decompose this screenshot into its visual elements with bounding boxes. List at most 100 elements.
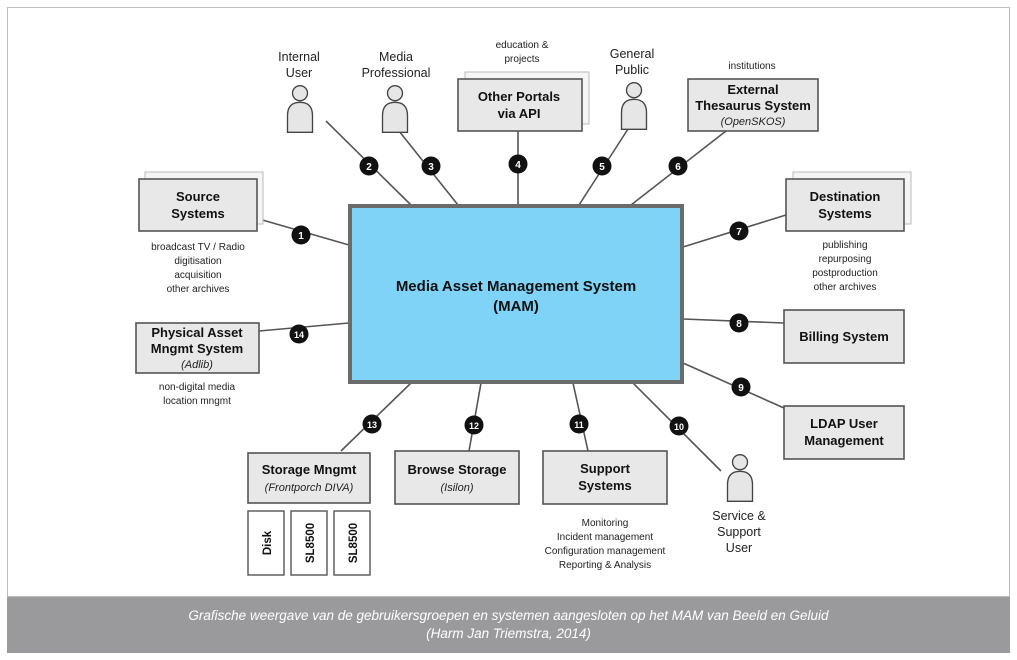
box-storage-mngmt: Storage Mngmt (Frontporch DIVA) Disk SL8… [247,452,371,576]
badge-5: 5 [592,156,612,176]
badge-13: 13 [362,414,382,434]
badge-14-label: 14 [294,330,304,340]
badge-3: 3 [421,156,441,176]
badge-8: 8 [729,313,749,333]
user-general-public: General Public [610,47,654,131]
source-note-2: digitisation [174,256,221,267]
box-source-systems: Source Systems broadcast TV / Radio digi… [138,171,264,295]
thesaurus-label-1: External [727,82,778,97]
destination-label-1: Destination [810,189,881,204]
storage-label: Storage Mngmt [262,462,357,477]
badge-1: 1 [291,225,311,245]
user-service-label-2: Support [717,525,761,539]
mam-subtitle: (MAM) [493,298,539,315]
badge-2-label: 2 [366,162,372,173]
ldap-label-1: LDAP User [810,416,878,431]
tape-label-2: SL8500 [348,523,360,563]
support-label-1: Support [580,461,630,476]
person-icon [620,81,648,131]
portals-label-1: Other Portals [478,89,560,104]
connection-badges: 1 2 3 4 5 6 7 8 9 10 11 12 13 14 [289,154,751,436]
thesaurus-sub: (OpenSKOS) [721,116,786,128]
badge-10: 10 [669,416,689,436]
badge-2: 2 [359,156,379,176]
badge-6: 6 [668,156,688,176]
user-service-label-1: Service & [712,509,766,523]
badge-6-label: 6 [675,162,681,173]
user-media-professional: Media Professional [362,50,431,134]
badge-12: 12 [464,415,484,435]
physical-note-1: non-digital media [159,382,236,393]
tape-label-1: SL8500 [305,523,317,563]
badge-5-label: 5 [599,162,605,173]
badge-9-label: 9 [738,383,744,394]
mam-diagram: Media Asset Management System (MAM) Inte… [135,40,912,576]
box-other-portals: education & projects Other Portals via A… [457,40,590,132]
physical-label-1: Physical Asset [151,325,243,340]
source-label-1: Source [176,189,220,204]
diagram-frame: Media Asset Management System (MAM) Inte… [7,7,1010,597]
support-note-3: Configuration management [545,546,666,557]
badge-14: 14 [289,324,309,344]
physical-sub: (Adlib) [181,359,213,371]
portals-top-1: education & [496,40,549,51]
physical-label-2: Mngmt System [151,341,243,356]
user-media-label-1: Media [379,50,413,64]
tape-unit [333,510,371,576]
user-service-support: Service & Support User [712,453,766,555]
box-destination-systems: Destination Systems publishing repurposi… [785,171,912,293]
destination-note-4: other archives [814,282,877,293]
destination-note-2: repurposing [819,254,872,265]
badge-12-label: 12 [469,421,479,431]
support-note-2: Incident management [557,532,653,543]
figure-caption: Grafische weergave van de gebruikersgroe… [7,597,1010,653]
caption-line-1: Grafische weergave van de gebruikersgroe… [188,608,829,623]
destination-note-1: publishing [822,240,867,251]
support-label-2: Systems [578,478,631,493]
disk-label: Disk [262,530,274,555]
badge-1-label: 1 [298,231,304,242]
box-ldap: LDAP User Management [783,405,905,460]
support-note-4: Reporting & Analysis [559,560,651,571]
tape-unit [290,510,328,576]
badge-8-label: 8 [736,319,742,330]
box-external-thesaurus: institutions External Thesaurus System (… [687,61,819,132]
badge-11: 11 [569,414,589,434]
portals-label-2: via API [498,106,541,121]
billing-label: Billing System [799,329,889,344]
source-note-1: broadcast TV / Radio [151,242,245,253]
user-internal-label-1: Internal [278,50,320,64]
source-note-3: acquisition [174,270,221,281]
badge-4: 4 [508,154,528,174]
badge-10-label: 10 [674,422,684,432]
badge-4-label: 4 [515,160,521,171]
badge-7-label: 7 [736,227,742,238]
badge-11-label: 11 [574,420,584,430]
user-media-label-2: Professional [362,66,431,80]
caption-line-2: (Harm Jan Triemstra, 2014) [426,626,591,641]
source-note-4: other archives [167,284,230,295]
badge-3-label: 3 [428,162,434,173]
mam-center-box [348,204,684,384]
person-icon [286,84,314,134]
person-icon [726,453,754,503]
box-physical-asset: Physical Asset Mngmt System (Adlib) non-… [135,322,260,407]
mam-title: Media Asset Management System [396,278,636,295]
disk-unit [247,510,285,576]
browse-sub: (Isilon) [440,482,473,494]
user-general-label-1: General [610,47,654,61]
support-note-1: Monitoring [582,518,629,529]
badge-7: 7 [729,221,749,241]
badge-9: 9 [731,377,751,397]
thesaurus-label-2: Thesaurus System [695,98,811,113]
storage-sub: (Frontporch DIVA) [265,482,354,494]
thesaurus-top: institutions [728,61,775,72]
badge-13-label: 13 [367,420,377,430]
physical-note-2: location mngmt [163,396,231,407]
destination-label-2: Systems [818,206,871,221]
source-label-2: Systems [171,206,224,221]
user-internal: Internal User [278,50,320,134]
person-icon [381,84,409,134]
box-billing-system: Billing System [783,309,905,364]
portals-top-2: projects [504,54,539,65]
